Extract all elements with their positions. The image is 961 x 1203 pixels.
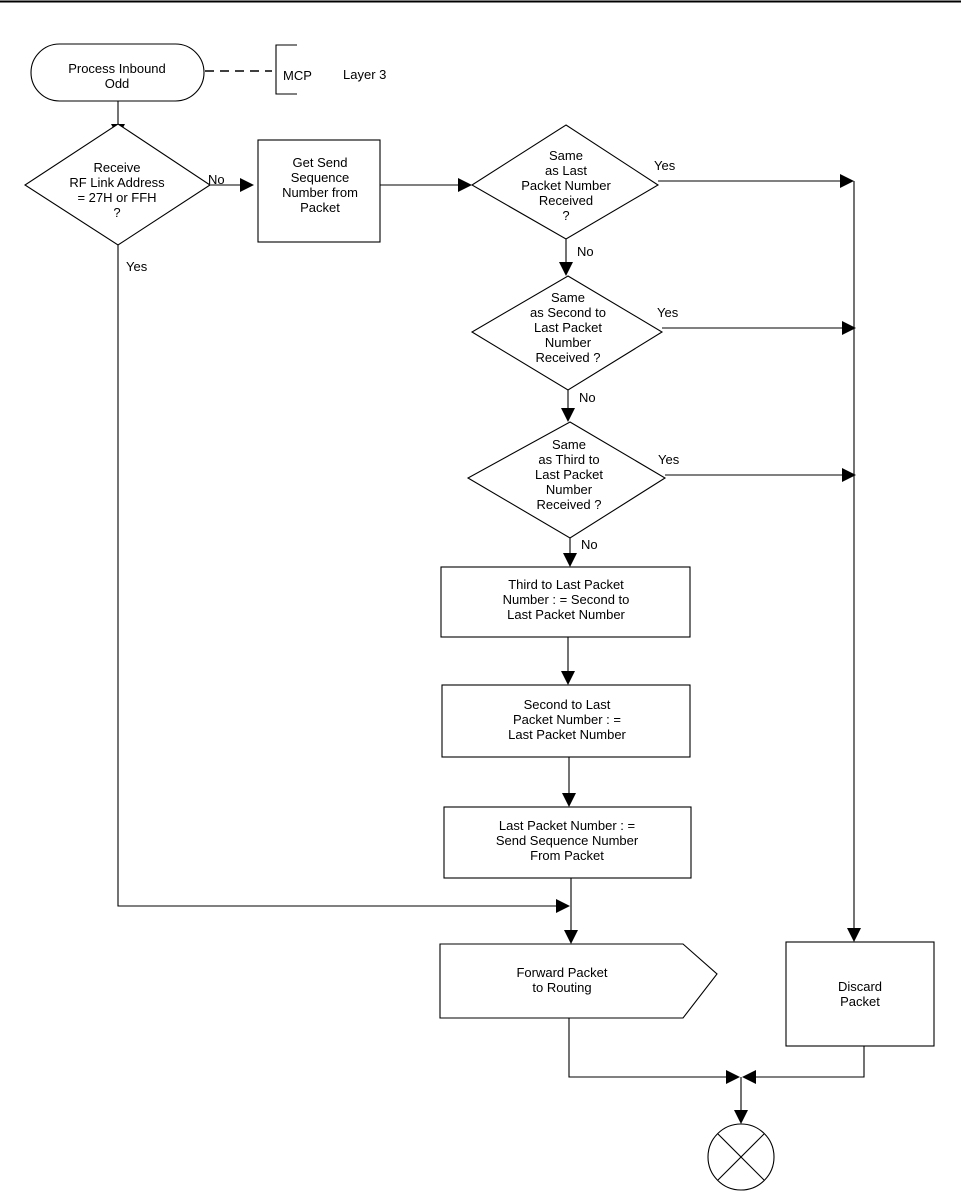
decision-second-text-5: Received ? (535, 350, 600, 365)
start-text-2: Odd (105, 76, 130, 91)
decision-second-text-4: Number (545, 335, 592, 350)
discard-text-2: Packet (840, 994, 880, 1009)
decision-third-text-3: Last Packet (535, 467, 603, 482)
forward-text-1: Forward Packet (516, 965, 607, 980)
arrow-right-get-seq (240, 178, 254, 192)
get-seq-text-1: Get Send (293, 155, 348, 170)
annotation-layer: Layer 3 (343, 67, 386, 82)
arrow-down-assign-second (561, 671, 575, 685)
forward-text-2: to Routing (532, 980, 591, 995)
arrow-right-yes-last (840, 174, 854, 188)
label-third-yes: Yes (658, 452, 680, 467)
discard-text-1: Discard (838, 979, 882, 994)
get-seq-text-3: Number from (282, 185, 358, 200)
assign-second-text-2: Packet Number : = (513, 712, 621, 727)
arrow-down-assign-third (563, 553, 577, 567)
assign-third-text-2: Number : = Second to (503, 592, 630, 607)
label-last-no: No (577, 244, 594, 259)
decision-last-text-2: as Last (545, 163, 587, 178)
assign-second-text-3: Last Packet Number (508, 727, 626, 742)
label-rf-no: No (208, 172, 225, 187)
decision-second-text-2: as Second to (530, 305, 606, 320)
arrow-down-decision-third (561, 408, 575, 422)
start-text-1: Process Inbound (68, 61, 166, 76)
label-rf-yes: Yes (126, 259, 148, 274)
decision-last-text-5: ? (562, 208, 569, 223)
decision-rf-text-1: Receive (94, 160, 141, 175)
decision-last-text-1: Same (549, 148, 583, 163)
arrow-merge-right (742, 1070, 756, 1084)
annotation-bracket: MCP Layer 3 (275, 44, 386, 95)
forward-to-merge-line (568, 1018, 726, 1078)
svg-text:Last Packet Number : =Send Seq: Last Packet Number : =Send Sequence Numb… (496, 818, 639, 863)
arrow-right-yes-third (842, 468, 856, 482)
decision-second-text-3: Last Packet (534, 320, 602, 335)
decision-third-text-5: Received ? (536, 497, 601, 512)
annotation-label: MCP (283, 68, 312, 83)
assign-second-text-1: Second to Last (524, 697, 611, 712)
assign-last-text-2: Send Sequence Number (496, 833, 639, 848)
arrow-merge-left (726, 1070, 740, 1084)
decision-last-text-3: Packet Number (521, 178, 611, 193)
decision-rf-text-2: RF Link Address (69, 175, 165, 190)
assign-last-process: Last Packet Number : =Send Sequence Numb… (443, 806, 692, 879)
decision-third-text-4: Number (546, 482, 593, 497)
arrow-right-yes-second (842, 321, 856, 335)
get-seq-text-2: Sequence (291, 170, 350, 185)
decision-last-text-4: Received (539, 193, 593, 208)
arrow-down-end (734, 1110, 748, 1124)
end-connector (707, 1123, 775, 1191)
arrow-down-discard (847, 928, 861, 942)
assign-third-text-3: Last Packet Number (507, 607, 625, 622)
decision-rf-text-4: ? (113, 205, 120, 220)
decision-third-text-1: Same (552, 437, 586, 452)
arrow-down-decision-second (559, 262, 573, 276)
discard-to-merge-line (756, 1046, 865, 1078)
label-third-no: No (581, 537, 598, 552)
arrow-right-decision-last (458, 178, 472, 192)
get-seq-text-4: Packet (300, 200, 340, 215)
assign-last-text-3: From Packet (530, 848, 604, 863)
arrow-down-forward (564, 930, 578, 944)
assign-last-text-1: Last Packet Number : = (499, 818, 635, 833)
decision-third-text-2: as Third to (538, 452, 599, 467)
decision-rf-yes-line (117, 245, 556, 907)
arrow-right-yes-rf-join (556, 899, 570, 913)
assign-third-text-1: Third to Last Packet (508, 577, 624, 592)
label-last-yes: Yes (654, 158, 676, 173)
connectors (117, 70, 865, 1112)
decision-rf-text-3: = 27H or FFH (77, 190, 156, 205)
label-second-yes: Yes (657, 305, 679, 320)
arrow-down-assign-last (562, 793, 576, 807)
arrowheads (111, 124, 861, 1124)
label-second-no: No (579, 390, 596, 405)
decision-second-text-1: Same (551, 290, 585, 305)
branch-labels: No Yes Yes No Yes No Yes No (126, 158, 680, 552)
